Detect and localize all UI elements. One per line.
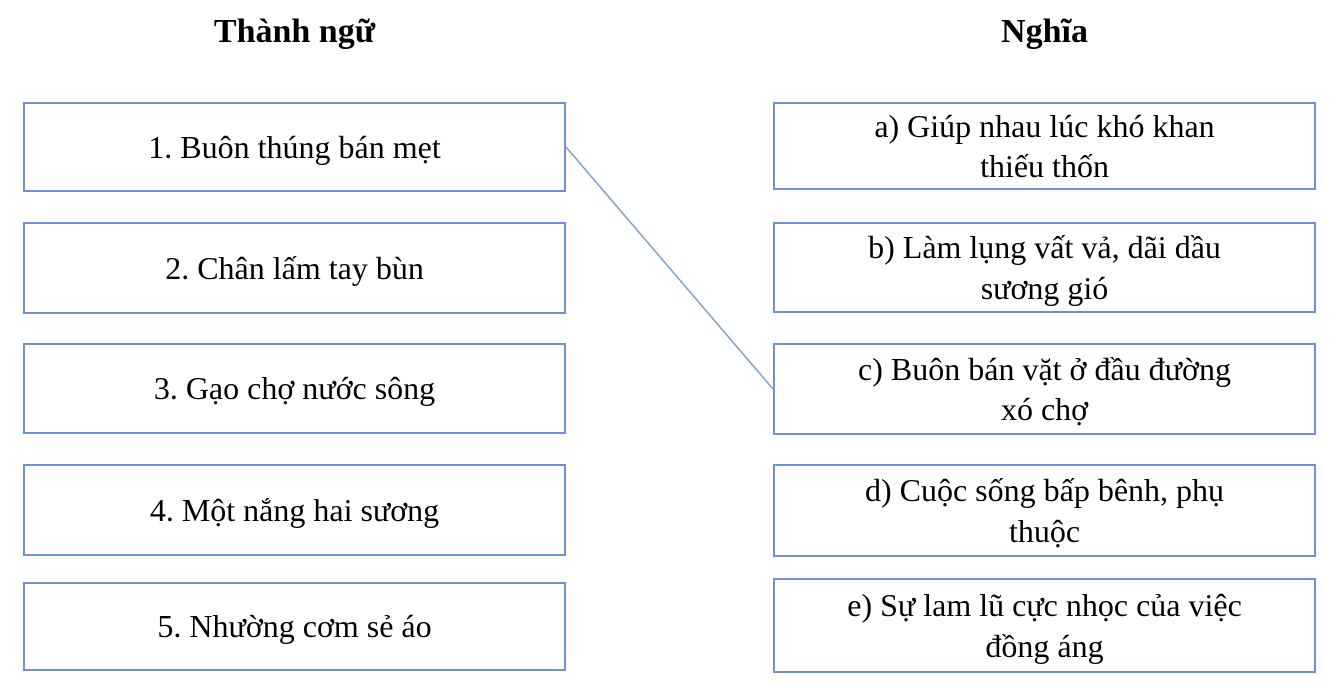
- meaning-box-e[interactable]: e) Sự lam lũ cực nhọc của việc đồng áng: [773, 578, 1316, 673]
- connector-line-1-to-c: [565, 146, 774, 390]
- meaning-box-c-line-2: xó chợ: [1000, 391, 1089, 427]
- idiom-box-4[interactable]: 4. Một nắng hai sương: [23, 464, 566, 556]
- meaning-box-a-line-2: thiếu thốn: [980, 148, 1109, 184]
- idiom-box-2-label: 2. Chân lấm tay bùn: [165, 249, 424, 286]
- meaning-box-b[interactable]: b) Làm lụng vất vả, dãi dầu sương gió: [773, 222, 1316, 313]
- meaning-box-b-line-2: sương gió: [980, 269, 1109, 306]
- idiom-column-title: Thành ngữ: [213, 13, 376, 50]
- idiom-box-5-label: 5. Nhường cơm sẻ áo: [157, 608, 432, 645]
- idiom-box-3-label: 3. Gạo chợ nước sông: [153, 370, 436, 407]
- idiom-box-4-label: 4. Một nắng hai sương: [149, 491, 440, 528]
- idiom-box-5[interactable]: 5. Nhường cơm sẻ áo: [23, 582, 566, 671]
- meaning-box-d[interactable]: d) Cuộc sống bấp bênh, phụ thuộc: [773, 464, 1316, 557]
- meaning-box-d-line-2: thuộc: [1008, 512, 1081, 549]
- meaning-box-a[interactable]: a) Giúp nhau lúc khó khan thiếu thốn: [773, 102, 1316, 190]
- idiom-box-2[interactable]: 2. Chân lấm tay bùn: [23, 222, 566, 314]
- idiom-box-1[interactable]: 1. Buôn thúng bán mẹt: [23, 102, 566, 192]
- idiom-box-3[interactable]: 3. Gạo chợ nước sông: [23, 343, 566, 434]
- meaning-box-c-line-1: c) Buôn bán vặt ở đầu đường: [858, 350, 1231, 387]
- meaning-box-c[interactable]: c) Buôn bán vặt ở đầu đường xó chợ: [773, 343, 1316, 435]
- meaning-box-e-line-2: đồng áng: [985, 627, 1104, 664]
- meaning-box-e-line-1: e) Sự lam lũ cực nhọc của việc: [847, 587, 1242, 624]
- idiom-box-1-label: 1. Buôn thúng bán mẹt: [148, 128, 441, 165]
- meaning-column-title: Nghĩa: [1001, 13, 1088, 50]
- meaning-box-d-line-1: d) Cuộc sống bấp bênh, phụ: [864, 472, 1225, 509]
- meaning-box-b-line-1: b) Làm lụng vất vả, dãi dầu: [868, 229, 1221, 266]
- meaning-box-a-line-1: a) Giúp nhau lúc khó khan: [874, 107, 1215, 144]
